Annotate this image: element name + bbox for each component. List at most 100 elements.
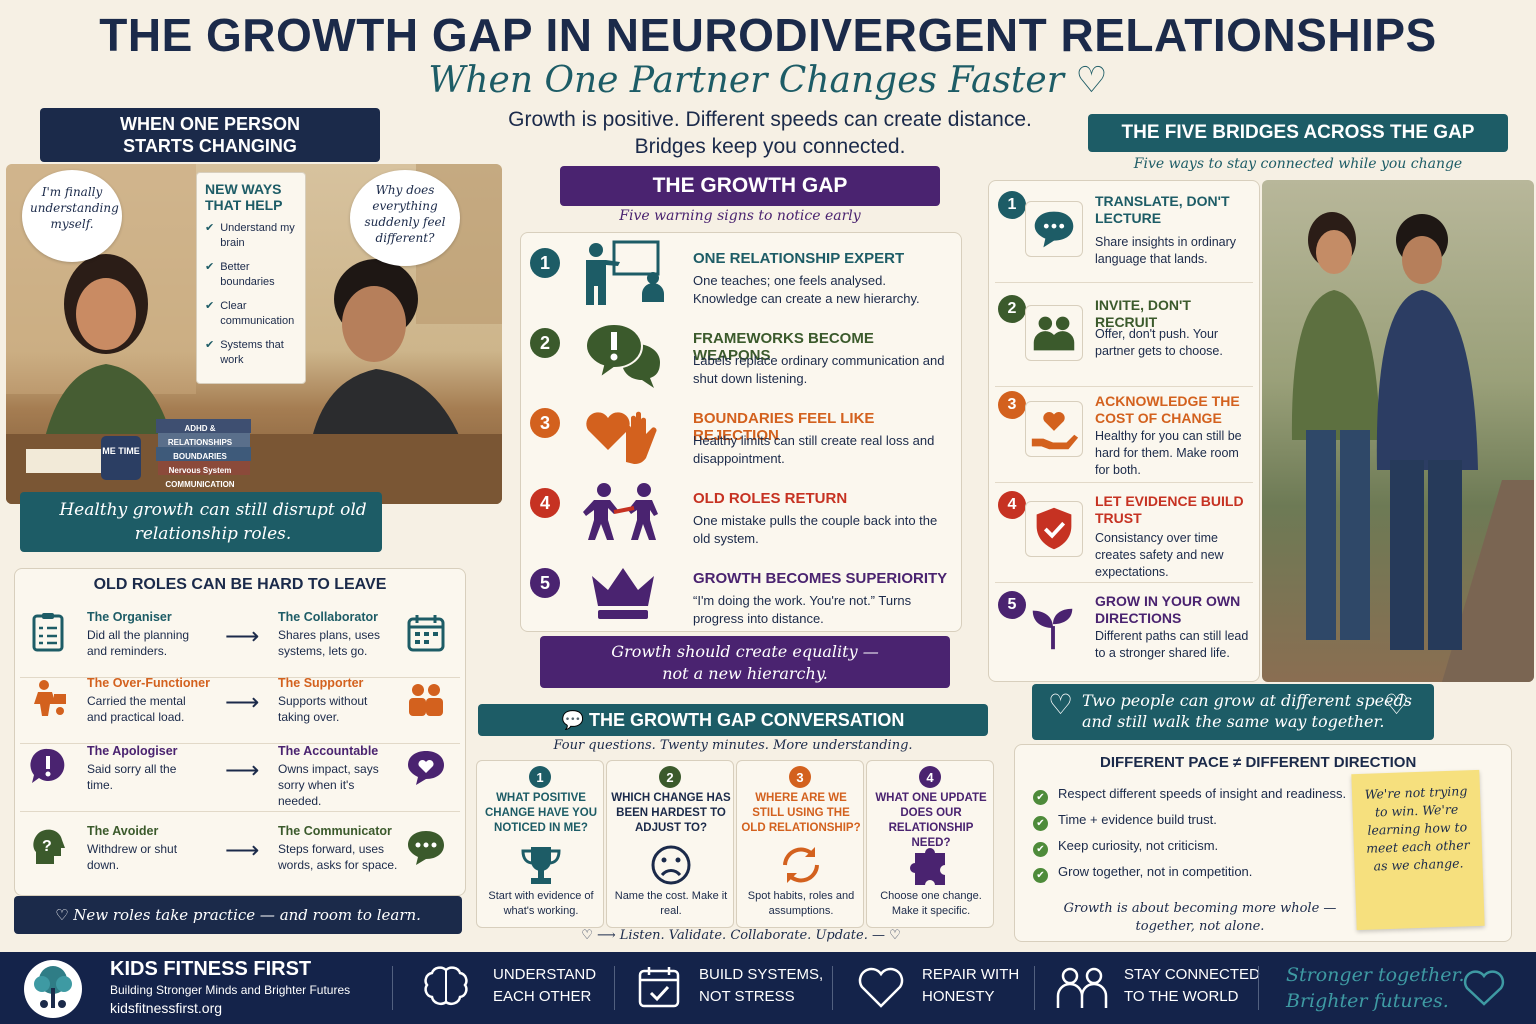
heart-icon: ♡ (1384, 689, 1410, 720)
bridges-sub: Five ways to stay connected while you ch… (1133, 156, 1463, 172)
mug-label: ME TIME (102, 446, 140, 456)
old-role-text: Said sorry all the time. (87, 762, 177, 792)
bridge-item: 2 INVITE, DON'T RECRUIT Offer, don't pus… (995, 290, 1253, 387)
question-number: 2 (659, 766, 681, 788)
intro-line-2: Bridges keep you connected. (634, 135, 906, 158)
old-role-text: Carried the mental and practical load. (87, 694, 186, 724)
arrow-right-icon: ⟶ (225, 689, 260, 716)
bridge-number: 2 (998, 295, 1026, 323)
footer-divider (614, 966, 615, 1010)
list-item: ✔Understand my brain (205, 222, 295, 249)
check-icon: ✔ (205, 261, 215, 273)
question-answer: Spot habits, roles and assumptions. (747, 890, 855, 917)
question-card: 4 WHAT ONE UPDATE DOES OUR RELATIONSHIP … (866, 760, 994, 928)
growth-gap-caption: Growth should create equality — not a ne… (540, 636, 950, 688)
book-title: BOUNDARIES (173, 452, 227, 461)
new-role-name: The Accountable (278, 744, 379, 758)
bridge-icon-box (1025, 401, 1083, 457)
book-stack: ADHD & RELATIONSHIPS BOUNDARIES Nervous … (152, 422, 248, 492)
sprout-icon (1032, 608, 1073, 650)
sign-title: ONE RELATIONSHIP EXPERT (693, 250, 905, 267)
svg-text:?: ? (42, 838, 52, 855)
heart-icon: ♡ (1048, 689, 1074, 720)
old-role-name: The Organiser (87, 610, 172, 624)
bridge-number: 5 (998, 591, 1026, 619)
role-row: ? The Avoider Withdrew or shut down. ⟶ T… (20, 814, 460, 892)
chat-bubble-icon (408, 831, 444, 865)
tug-of-war-icon (583, 483, 658, 540)
walking-couple-illustration (1291, 212, 1534, 682)
bridge-icon-box (1025, 601, 1083, 657)
page-subtitle: When One Partner Changes Faster ♡ (428, 60, 1108, 101)
old-role-text: Did all the planning and reminders. (87, 628, 190, 658)
new-role-name: The Communicator (278, 824, 392, 838)
question-text: WHAT POSITIVE CHANGE HAVE YOU NOTICED IN… (484, 792, 598, 834)
intro-line-1: Growth is positive. Different speeds can… (508, 108, 1032, 131)
calendar-check-icon (638, 967, 680, 1008)
sign-number: 5 (530, 568, 560, 598)
bridge-number: 1 (998, 191, 1026, 219)
left-banner-line2: STARTS CHANGING (123, 136, 297, 156)
new-role-name: The Supporter (278, 676, 364, 690)
conversation-banner: 💬 THE GROWTH GAP CONVERSATION (478, 704, 988, 736)
old-roles-title: OLD ROLES CAN BE HARD TO LEAVE (93, 576, 387, 593)
crown-icon (592, 568, 654, 619)
new-role-text: Owns impact, says sorry when it's needed… (278, 762, 379, 808)
book-title: Nervous System (168, 466, 232, 475)
people-icon (1056, 967, 1108, 1008)
question-card: 3 WHERE ARE WE STILL USING THE OLD RELAT… (736, 760, 864, 928)
brand-url[interactable]: kidsfitnessfirst.org (110, 1000, 223, 1016)
bridge-text: Share insights in ordinary language that… (1095, 235, 1237, 266)
sign-title: GROWTH BECOMES SUPERIORITY (693, 570, 948, 587)
sign-title: FRAMEWORKS BECOME WEAPONS (693, 330, 874, 364)
refresh-icon (783, 847, 819, 883)
check-icon: ✔ (205, 222, 215, 234)
new-role-text: Shares plans, uses systems, lets go. (278, 628, 381, 658)
heart-bubble-icon (408, 751, 444, 785)
old-role-name: The Over-Functioner (87, 676, 210, 690)
new-role-name: The Collaborator (278, 610, 379, 624)
conversation-sub: Four questions. Twenty minutes. More und… (553, 738, 913, 753)
old-role-name: The Apologiser (87, 744, 178, 758)
chat-icon: 💬 (561, 710, 585, 730)
warning-sign: 5 GROWTH BECOMES SUPERIORITY “I'm doing … (530, 560, 950, 638)
book-title: COMMUNICATION (165, 480, 235, 489)
bridge-icon-box (1025, 305, 1083, 361)
bridge-number: 3 (998, 391, 1026, 419)
check-icon: ✔ (1033, 790, 1048, 805)
new-role-text: Steps forward, uses words, asks for spac… (278, 842, 398, 872)
list-item: ✔Clear communication (205, 300, 295, 327)
question-text: WHERE ARE WE STILL USING THE OLD RELATIO… (741, 792, 861, 834)
sign-text: Labels replace ordinary communication an… (693, 353, 945, 386)
question-card: 2 WHICH CHANGE HAS BEEN HARDEST TO ADJUS… (606, 760, 734, 928)
role-row: The Over-Functioner Carried the mental a… (20, 666, 460, 744)
bridge-title: TRANSLATE, DON'T LECTURE (1095, 193, 1230, 226)
bridge-item: 5 GROW IN YOUR OWN DIRECTIONS Different … (995, 586, 1253, 676)
trophy-icon (521, 847, 561, 884)
speech-bubble-left: I'm finally understanding myself. (22, 170, 122, 262)
caption-line: Two people can grow at different speeds (1082, 691, 1412, 710)
book-title: ADHD & RELATIONSHIPS (167, 424, 233, 447)
heart-outline-icon (1463, 970, 1505, 1006)
growth-gap-sub: Five warning signs to notice early (619, 208, 861, 224)
left-banner-line1: WHEN ONE PERSON (119, 114, 301, 134)
bridge-title: GROW IN YOUR OWN DIRECTIONS (1095, 593, 1241, 626)
shield-check-icon (1036, 507, 1072, 550)
warning-sign: 3 BOUNDARIES FEEL LIKE REJECTION Healthy… (530, 400, 950, 478)
question-number: 3 (789, 766, 811, 788)
pace-title: DIFFERENT PACE ≠ DIFFERENT DIRECTION (1100, 754, 1417, 771)
speech-bubble-right: Why does everything suddenly feel differ… (350, 170, 460, 266)
footer-slogan: Stronger together.Brighter futures. (1286, 964, 1465, 1012)
caption-line: and still walk the same way together. (1082, 712, 1385, 731)
check-icon: ✔ (205, 339, 215, 351)
arrow-right-icon: ⟶ (225, 837, 260, 864)
old-role-name: The Avoider (87, 824, 159, 838)
couple-illustration (6, 164, 502, 504)
footer-divider (1258, 966, 1259, 1010)
two-people-icon (409, 684, 443, 716)
left-caption: Healthy growth can still disrupt old rel… (20, 492, 382, 552)
page-title: THE GROWTH GAP IN NEURODIVERGENT RELATIO… (99, 9, 1437, 61)
caption-line: not a new hierarchy. (662, 664, 828, 683)
